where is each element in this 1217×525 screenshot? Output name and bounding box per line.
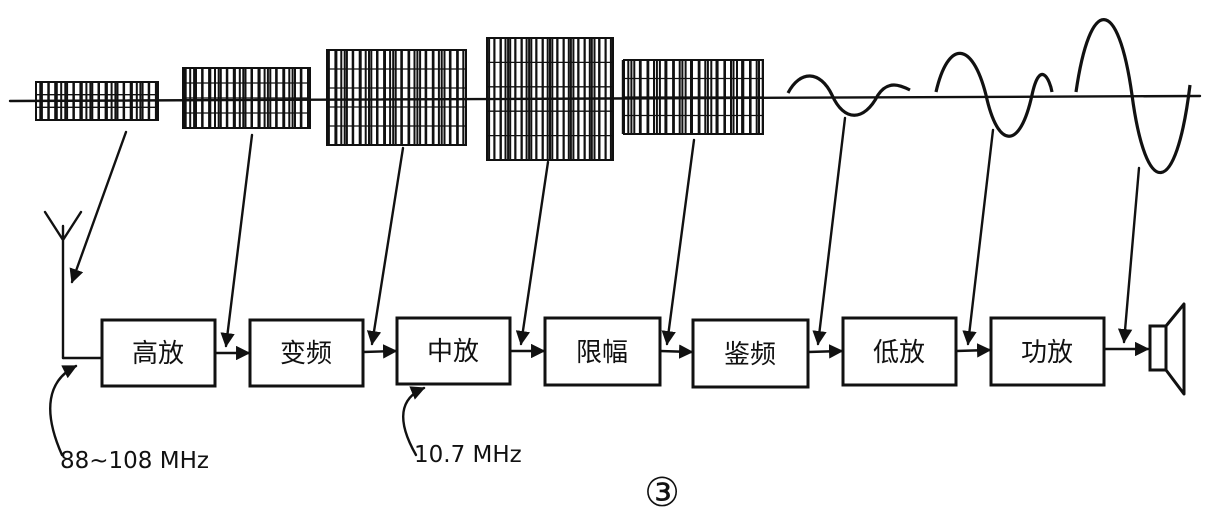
- audio-wave-power-amp: [1074, 18, 1192, 175]
- audio-wave-detector: [786, 74, 911, 117]
- stage-box-limiter: [543, 316, 662, 387]
- stage-label-af-amp: 低放: [873, 338, 925, 368]
- stage-label-discriminator: 鉴频: [724, 340, 776, 370]
- waveform-bursts: [35, 37, 764, 161]
- if-frequency-leader: [402, 386, 426, 457]
- input-frequency-leader: [49, 364, 78, 457]
- input-frequency-label: 88~108 MHz: [60, 448, 209, 474]
- stage-box-discriminator: [691, 318, 810, 389]
- waveform-pointers: [69, 116, 1141, 348]
- stage-connections: [213, 341, 1150, 361]
- stage-label-power-amp: 功放: [1021, 338, 1073, 368]
- stage-box-rf-amp: [100, 318, 217, 388]
- stage-label-rf-amp: 高放: [132, 339, 184, 369]
- figure-number: ③: [644, 470, 680, 516]
- audio-wave-af-amp: [934, 51, 1054, 138]
- if-frequency-label: 10.7 MHz: [414, 442, 522, 468]
- antenna-icon: [43, 210, 83, 360]
- speaker-icon: [1148, 302, 1186, 396]
- stage-label-mixer: 变频: [280, 339, 332, 369]
- stage-label-if-amp: 中放: [427, 337, 479, 367]
- stage-label-limiter: 限幅: [576, 338, 628, 368]
